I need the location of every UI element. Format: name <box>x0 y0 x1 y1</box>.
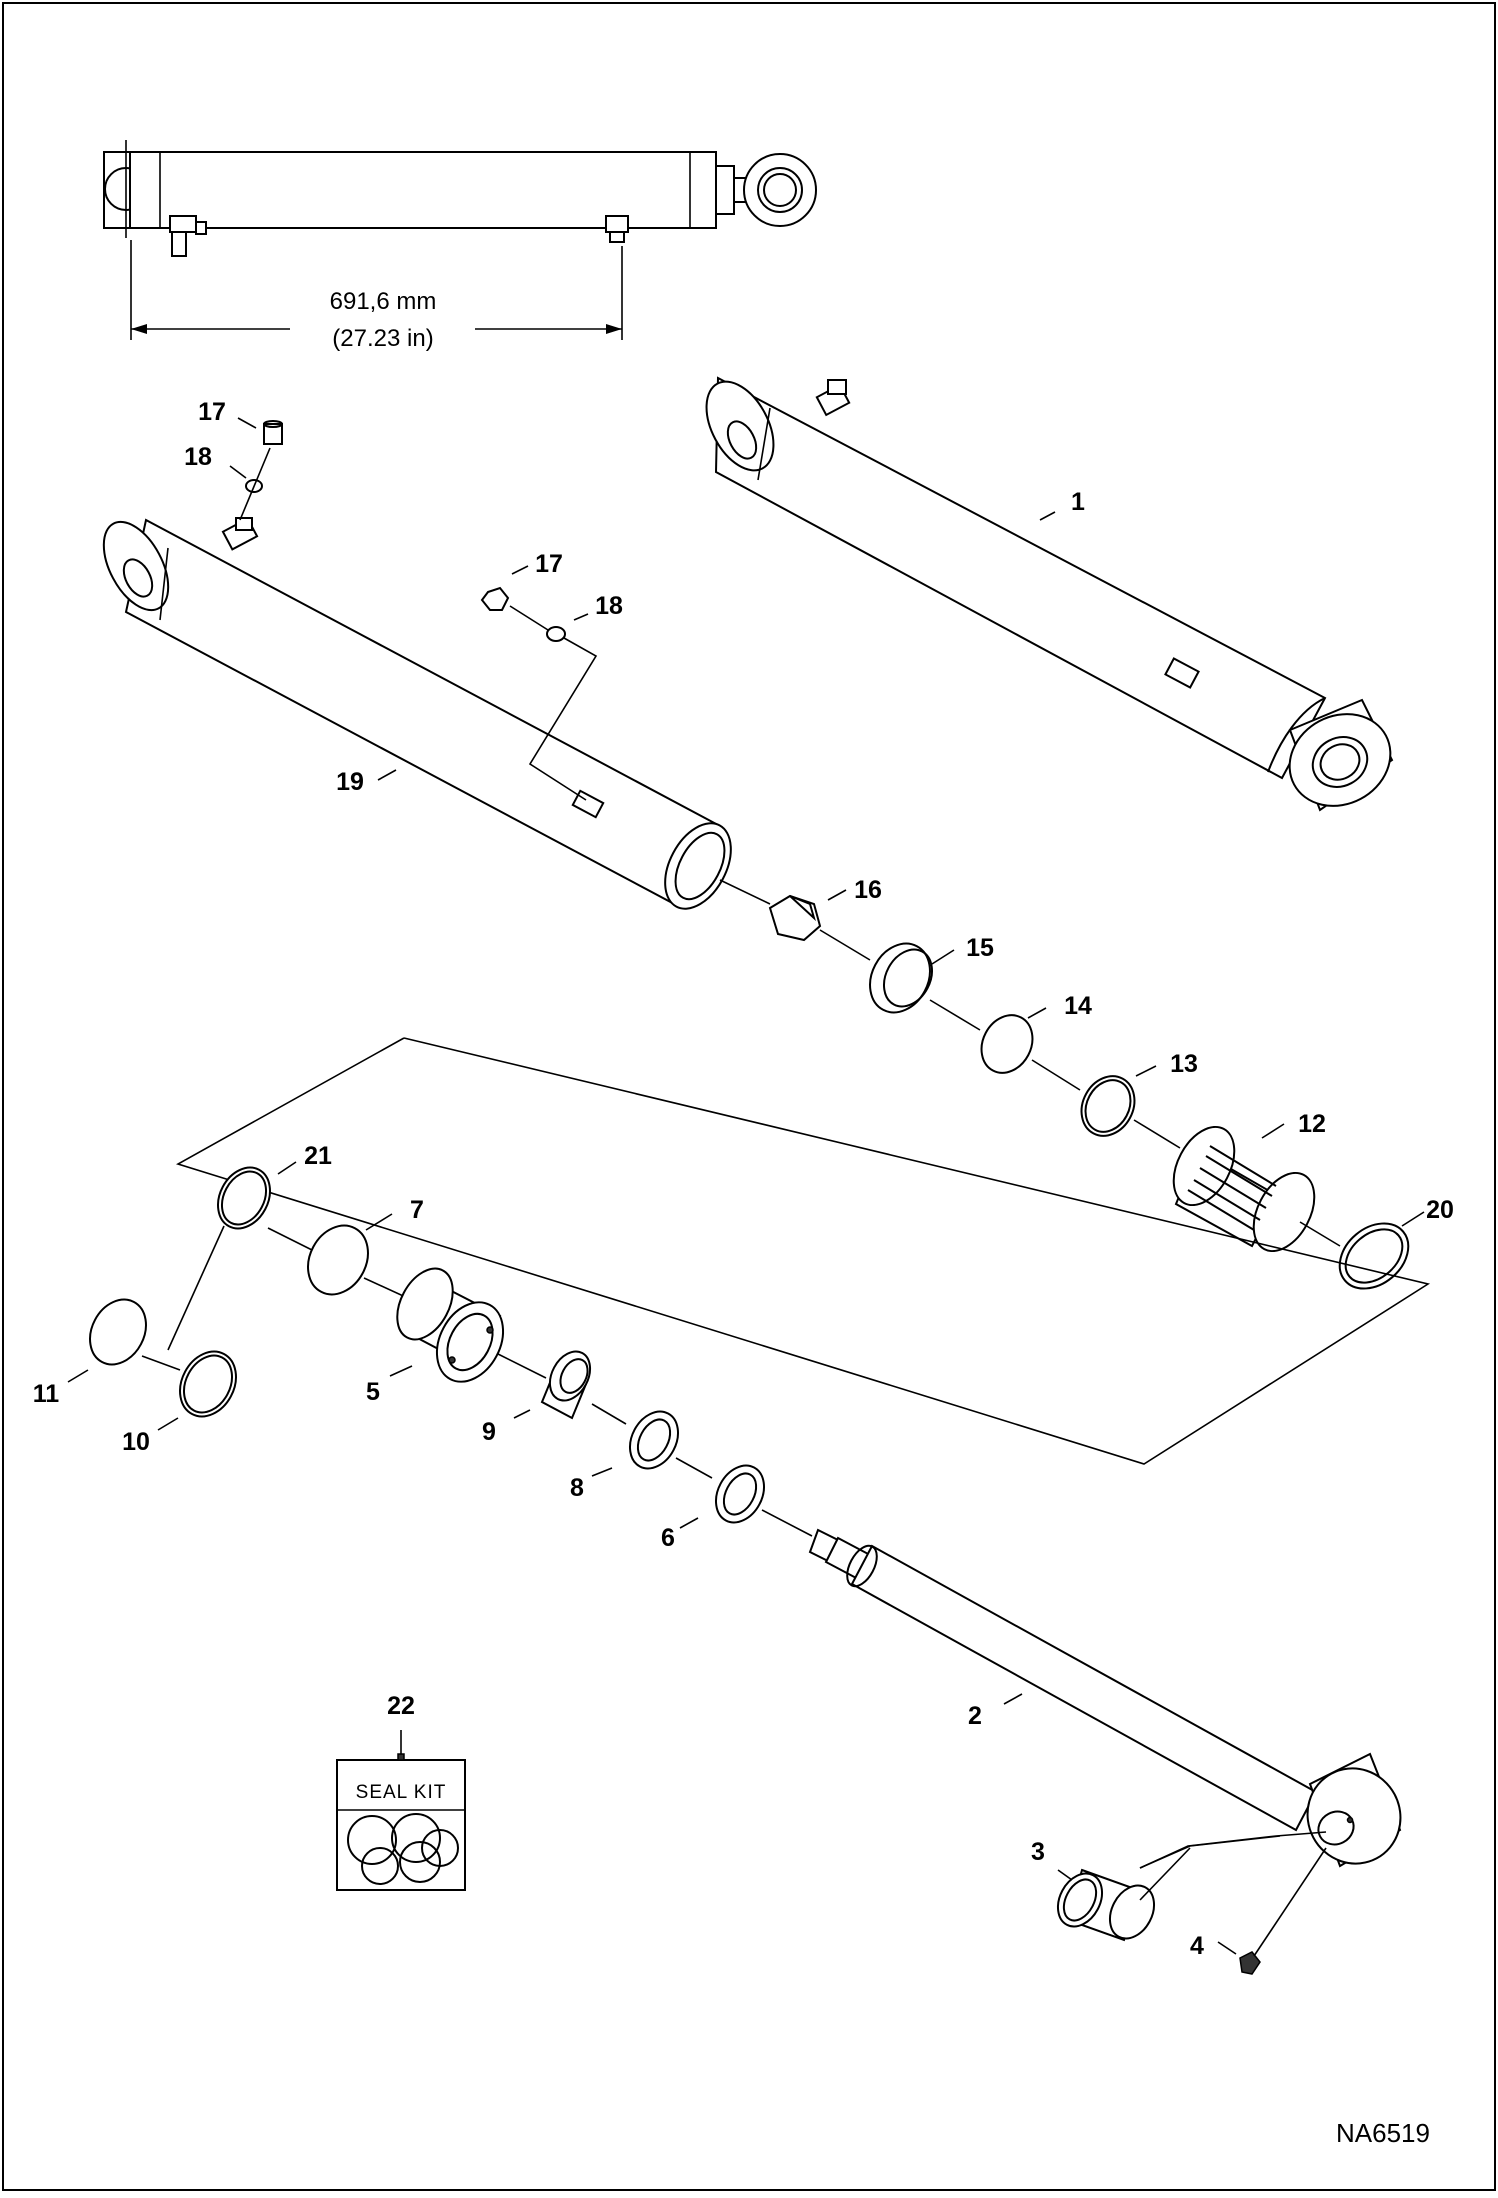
dimension-imperial: (27.23 in) <box>332 325 433 352</box>
callout-21: 21 <box>304 1142 332 1170</box>
assembled-cylinder-drawing <box>103 140 817 340</box>
part-4-grease-fitting <box>1239 1951 1261 1975</box>
callout-3: 3 <box>1031 1838 1045 1866</box>
callout-10: 10 <box>122 1428 150 1456</box>
part-14-oring <box>980 1014 1034 1074</box>
part-3-bushing <box>1056 1868 1156 1942</box>
callout-8: 8 <box>570 1474 584 1502</box>
dimension-arrow-left <box>131 324 147 334</box>
callout-5: 5 <box>366 1378 380 1406</box>
part-8-seal <box>629 1410 679 1470</box>
callout-20: 20 <box>1426 1196 1454 1224</box>
part-18-oring-middle <box>546 626 566 642</box>
callout-19: 19 <box>336 768 364 796</box>
callout-1: 1 <box>1071 488 1085 516</box>
callout-18-upper: 18 <box>184 443 212 471</box>
callout-6: 6 <box>661 1524 675 1552</box>
part-16-nut <box>768 894 822 942</box>
part-5-head <box>396 1267 505 1383</box>
part-9-bushing <box>540 1350 592 1420</box>
part-1-cylinder <box>705 376 1394 812</box>
callout-9: 9 <box>482 1418 496 1446</box>
part-7-oring <box>307 1224 369 1296</box>
part-10-ring <box>179 1350 237 1418</box>
part-15-ring <box>869 942 933 1014</box>
callout-14: 14 <box>1064 992 1092 1020</box>
dimension-metric: 691,6 mm <box>330 288 437 315</box>
part-11-oring <box>89 1298 147 1366</box>
callout-2: 2 <box>968 1702 982 1730</box>
callout-13: 13 <box>1170 1050 1198 1078</box>
callout-16: 16 <box>854 876 882 904</box>
part-13-ring <box>1080 1075 1136 1137</box>
callout-18-middle: 18 <box>595 592 623 620</box>
part-21-ring <box>217 1166 271 1230</box>
part-6-wiper <box>715 1464 765 1524</box>
seal-kit-label: SEAL KIT <box>356 1782 447 1803</box>
part-20-ring <box>1338 1222 1410 1290</box>
part-17-plug-upper <box>263 420 283 445</box>
group-bracket <box>175 1037 1431 1465</box>
part-2-rod <box>808 1528 1402 1868</box>
callout-11: 11 <box>33 1380 60 1408</box>
part-19-barrel <box>102 517 732 910</box>
drawing-code: NA6519 <box>1336 2118 1430 2148</box>
callout-4: 4 <box>1190 1932 1204 1960</box>
dimension-arrow-right <box>606 324 622 334</box>
callout-17-middle: 17 <box>535 550 563 578</box>
callout-7: 7 <box>410 1196 424 1224</box>
callout-17-upper: 17 <box>198 398 226 426</box>
part-17-plug-middle <box>480 586 510 611</box>
callout-15: 15 <box>966 934 994 962</box>
callout-leaders <box>67 417 1425 1955</box>
callout-22: 22 <box>387 1692 415 1720</box>
callout-12: 12 <box>1298 1110 1326 1138</box>
part-12-piston <box>1172 1125 1316 1253</box>
part-22-seal-kit <box>336 1730 466 1891</box>
